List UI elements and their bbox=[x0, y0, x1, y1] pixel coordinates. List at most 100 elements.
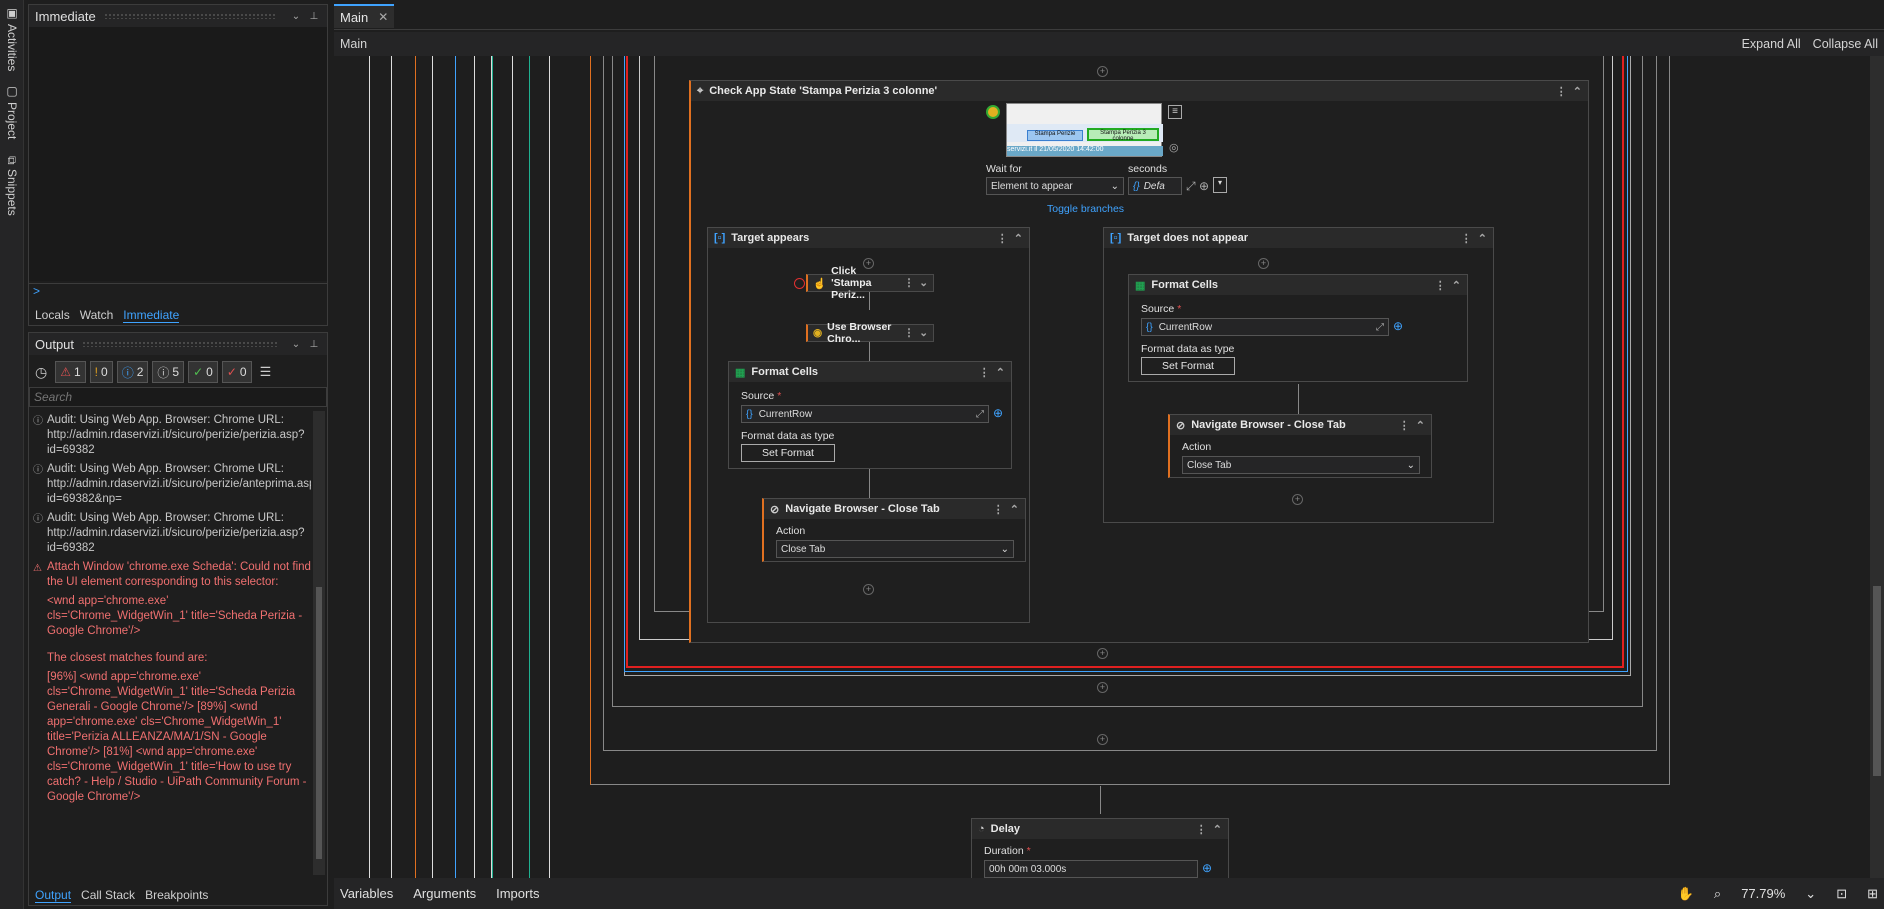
delay-activity[interactable]: ◔ Delay ⋮⌃ Duration * 00h 00m 03.000s ⊕ bbox=[971, 818, 1229, 878]
filter-success-button[interactable]: ✓0 bbox=[188, 361, 218, 383]
expand-icon[interactable]: ⤢ bbox=[1186, 179, 1196, 193]
collapse-icon[interactable]: ⌃ bbox=[1009, 503, 1019, 516]
fit-screen-icon[interactable]: ⊡ bbox=[1836, 885, 1848, 901]
target-appears-branch[interactable]: [▫] Target appears ⋮ ⌃ + ☝ Click 'Stampa… bbox=[707, 227, 1030, 623]
breadcrumb-main[interactable]: Main bbox=[340, 37, 368, 51]
chevron-down-icon[interactable]: ⌄ bbox=[1805, 885, 1817, 901]
set-format-button[interactable]: Set Format bbox=[741, 444, 835, 462]
scrollbar-thumb[interactable] bbox=[316, 587, 322, 859]
source-field[interactable]: {} CurrentRow ⤢ bbox=[741, 405, 989, 423]
more-options-icon[interactable]: ⋮ bbox=[903, 277, 915, 289]
sidebar-tab-project[interactable]: ▢ Project bbox=[5, 84, 19, 140]
collapse-icon[interactable]: ⌃ bbox=[1415, 419, 1425, 432]
expand-icon[interactable]: ⌄ bbox=[919, 327, 928, 339]
navigate-browser-activity[interactable]: ⊘ Navigate Browser - Close Tab ⋮⌃ Action… bbox=[1168, 414, 1432, 478]
toggle-branches-link[interactable]: Toggle branches bbox=[1047, 203, 1125, 215]
dropdown-button[interactable]: ▾ bbox=[1213, 177, 1227, 193]
add-activity-icon[interactable]: + bbox=[1097, 682, 1108, 693]
chevron-down-icon[interactable]: ⌄ bbox=[291, 338, 301, 350]
pin-icon[interactable]: ⊥ bbox=[309, 10, 319, 22]
more-options-icon[interactable]: ⋮ bbox=[1398, 419, 1410, 432]
breakpoint-icon[interactable] bbox=[794, 278, 805, 289]
imports-tab[interactable]: Imports bbox=[496, 886, 540, 901]
wait-for-dropdown[interactable]: Element to appear ⌄ bbox=[986, 177, 1124, 195]
collapse-icon[interactable]: ⌃ bbox=[1212, 823, 1222, 836]
log-line-error[interactable]: ⚠Attach Window 'chrome.exe Scheda': Coul… bbox=[33, 561, 311, 588]
filter-fail-button[interactable]: ✓0 bbox=[221, 361, 252, 383]
sidebar-tab-activities[interactable]: ▣ Activities bbox=[5, 6, 19, 72]
output-search-input[interactable] bbox=[29, 387, 327, 407]
zoom-level[interactable]: 77.79% bbox=[1741, 886, 1786, 901]
collapse-icon[interactable]: ⌃ bbox=[995, 366, 1005, 379]
more-options-icon[interactable]: ⋮ bbox=[1555, 85, 1567, 98]
list-settings-icon[interactable]: ☰ bbox=[259, 364, 272, 379]
more-options-icon[interactable]: ⋮ bbox=[992, 503, 1004, 516]
seconds-field[interactable]: {} Defa bbox=[1128, 177, 1182, 195]
more-options-icon[interactable]: ⋮ bbox=[1195, 823, 1207, 836]
action-dropdown[interactable]: Close Tab ⌄ bbox=[776, 540, 1014, 558]
chevron-down-icon[interactable]: ⌄ bbox=[291, 10, 301, 22]
designer-scrollbar[interactable] bbox=[1870, 56, 1884, 878]
tab-watch[interactable]: Watch bbox=[79, 308, 114, 322]
add-activity-icon[interactable]: + bbox=[1292, 494, 1303, 505]
tab-output[interactable]: Output bbox=[35, 887, 72, 903]
output-scrollbar[interactable] bbox=[313, 411, 325, 875]
navigate-browser-activity[interactable]: ⊘ Navigate Browser - Close Tab ⋮⌃ Action… bbox=[762, 498, 1026, 562]
filter-warnings-button[interactable]: !0 bbox=[89, 361, 113, 383]
add-circle-icon[interactable]: ⊕ bbox=[1202, 861, 1213, 875]
scrollbar-thumb[interactable] bbox=[1873, 586, 1881, 776]
add-activity-icon[interactable]: + bbox=[863, 258, 874, 269]
collapse-icon[interactable]: ⌃ bbox=[1013, 232, 1023, 245]
more-options-icon[interactable]: ⋮ bbox=[1460, 232, 1472, 245]
tab-main[interactable]: Main ✕ bbox=[334, 4, 395, 28]
zoom-search-icon[interactable]: ⌕ bbox=[1713, 885, 1722, 901]
overview-icon[interactable]: ⊞ bbox=[1867, 885, 1878, 901]
clock-icon[interactable]: ◷ bbox=[35, 363, 48, 380]
add-circle-icon[interactable]: ⊕ bbox=[1393, 319, 1404, 333]
add-circle-icon[interactable]: ⊕ bbox=[993, 406, 1004, 420]
add-activity-icon[interactable]: + bbox=[1258, 258, 1269, 269]
format-cells-activity[interactable]: ▦ Format Cells ⋮⌃ Source * {} CurrentRow… bbox=[1128, 274, 1468, 382]
immediate-prompt[interactable]: > bbox=[29, 283, 327, 301]
collapse-all-button[interactable]: Collapse All bbox=[1812, 37, 1878, 51]
add-activity-icon[interactable]: + bbox=[863, 584, 874, 595]
more-options-icon[interactable]: ⋮ bbox=[978, 366, 990, 379]
click-activity[interactable]: ☝ Click 'Stampa Periz... ⋮⌄ bbox=[806, 265, 934, 301]
target-not-appear-branch[interactable]: [▫] Target does not appear ⋮⌃ + ▦ Format… bbox=[1103, 227, 1494, 523]
designer-canvas[interactable]: + ⌖ Check App State 'Stampa Perizia 3 co… bbox=[334, 56, 1870, 878]
add-activity-icon[interactable]: + bbox=[1097, 734, 1108, 745]
more-options-icon[interactable]: ⋮ bbox=[996, 232, 1008, 245]
add-circle-icon[interactable]: ⊕ bbox=[1199, 179, 1210, 193]
use-browser-activity[interactable]: ◉ Use Browser Chro... ⋮⌄ bbox=[806, 321, 934, 345]
check-app-state-activity[interactable]: ⌖ Check App State 'Stampa Perizia 3 colo… bbox=[689, 80, 1589, 643]
expand-all-button[interactable]: Expand All bbox=[1741, 37, 1801, 51]
expand-icon[interactable]: ⌄ bbox=[919, 277, 928, 289]
more-options-icon[interactable]: ⋮ bbox=[1434, 279, 1446, 292]
filter-errors-button[interactable]: ⚠1 bbox=[55, 361, 86, 383]
sidebar-tab-snippets[interactable]: ⧉ Snippets bbox=[5, 156, 19, 216]
format-cells-activity[interactable]: ▦ Format Cells ⋮⌃ Source * {} CurrentRow… bbox=[728, 361, 1012, 469]
hand-icon[interactable]: ✋ bbox=[1677, 885, 1694, 901]
target-screenshot[interactable]: Stampa Perizie Stampa Perizia 3 colonne … bbox=[1006, 103, 1163, 157]
arguments-tab[interactable]: Arguments bbox=[413, 886, 477, 901]
source-field[interactable]: {} CurrentRow ⤢ bbox=[1141, 318, 1389, 336]
more-options-icon[interactable]: ⋮ bbox=[903, 327, 915, 339]
duration-field[interactable]: 00h 00m 03.000s bbox=[984, 860, 1198, 878]
add-activity-icon[interactable]: + bbox=[1097, 66, 1108, 77]
tab-call-stack[interactable]: Call Stack bbox=[81, 888, 136, 902]
menu-icon[interactable]: ≡ bbox=[1168, 105, 1182, 119]
close-icon[interactable]: ✕ bbox=[378, 10, 389, 24]
action-dropdown[interactable]: Close Tab ⌄ bbox=[1182, 456, 1420, 474]
target-icon[interactable]: ◎ bbox=[1169, 142, 1179, 154]
set-format-button[interactable]: Set Format bbox=[1141, 357, 1235, 375]
tab-locals[interactable]: Locals bbox=[35, 308, 70, 322]
expand-icon[interactable]: ⤢ bbox=[1376, 321, 1384, 333]
collapse-icon[interactable]: ⌃ bbox=[1477, 232, 1487, 245]
variables-tab[interactable]: Variables bbox=[340, 886, 394, 901]
tab-immediate[interactable]: Immediate bbox=[123, 307, 180, 323]
